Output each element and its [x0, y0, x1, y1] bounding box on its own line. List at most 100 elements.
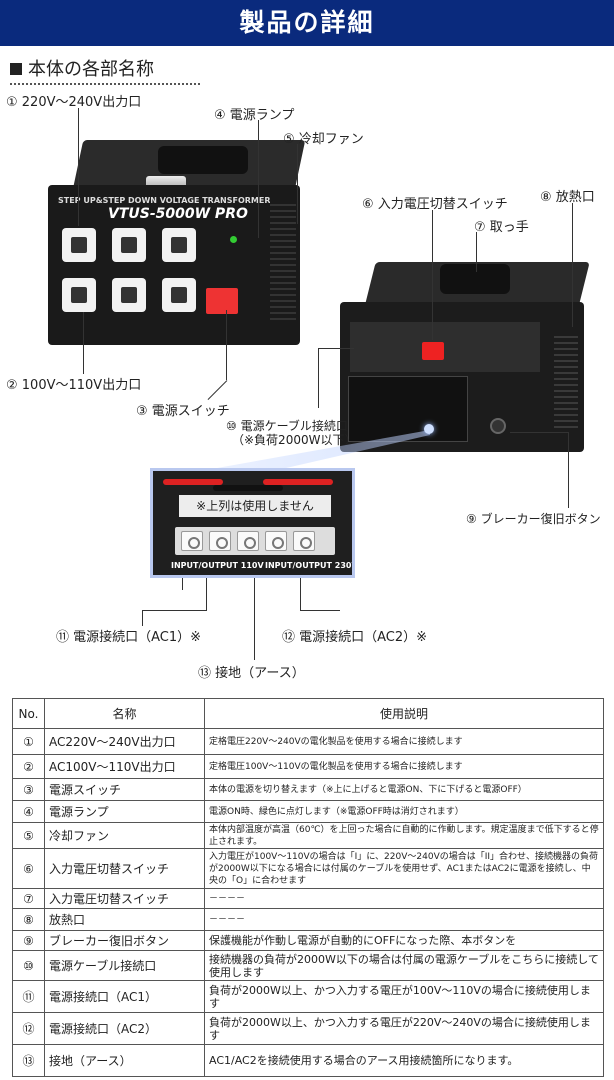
row-name: 電源接続口（AC1） — [44, 980, 205, 1013]
terminal-zoom-image: ※上列は使用しません INPUT/OUTPUT 110V INPUT/OUTPU… — [150, 468, 355, 578]
front-brand-name: VTUS-5000W PRO — [108, 206, 248, 222]
callout-1: ① 220V～240V出力口 — [6, 95, 142, 110]
front-unit-image: STEP UP&STEP DOWN VOLTAGE TRANSFORMER VT… — [48, 140, 306, 345]
row-name: 接地（アース） — [44, 1044, 205, 1077]
power-lamp-icon — [230, 236, 237, 243]
row-desc: 負荷が2000W以上、かつ入力する電圧が100V～110Vの場合に接続使用します — [204, 980, 604, 1013]
outlet-110v-3 — [162, 278, 196, 312]
table-row: ⑦ 入力電圧切替スイッチ －－－－ — [12, 888, 604, 909]
row-no: ⑤ — [12, 822, 45, 849]
row-desc: 接続機器の負荷が2000W以下の場合は付属の電源ケーブルをこちらに接続して使用し… — [204, 950, 604, 981]
dotted-underline — [10, 83, 200, 85]
header-description: 使用説明 — [204, 698, 604, 729]
terminal-3 — [237, 531, 259, 551]
table-row: ⑫ 電源接続口（AC2） 負荷が2000W以上、かつ入力する電圧が220V～24… — [12, 1012, 604, 1045]
table-row: ⑥ 入力電圧切替スイッチ 入力電圧が100V～110Vの場合は「I」に、220V… — [12, 848, 604, 889]
row-desc: 本体の電源を切り替えます（※上に上げると電源ON、下に下げると電源OFF） — [204, 778, 604, 801]
header-no: No. — [12, 698, 45, 729]
callout-7: ⑦ 取っ手 — [474, 220, 529, 235]
row-desc: －－－－ — [204, 908, 604, 931]
callout-13: ⑬ 接地（アース） — [198, 666, 305, 681]
leader-11d — [142, 610, 143, 626]
leader-8 — [572, 203, 573, 327]
row-no: ⑬ — [12, 1044, 45, 1077]
outlet-220v-1 — [62, 228, 96, 262]
red-wire-1 — [163, 479, 223, 485]
leader-10a — [318, 348, 354, 349]
row-name: AC100V～110V出力口 — [44, 754, 205, 779]
row-no: ⑥ — [12, 848, 45, 889]
callout-4: ④ 電源ランプ — [214, 108, 295, 123]
page-banner: 製品の詳細 — [0, 0, 614, 46]
row-name: AC220V～240V出力口 — [44, 728, 205, 755]
leader-1 — [78, 108, 79, 226]
table-row: ⑩ 電源ケーブル接続口 接続機器の負荷が2000W以下の場合は付属の電源ケーブル… — [12, 950, 604, 981]
square-bullet-icon — [10, 63, 22, 75]
outlet-110v-2 — [112, 278, 146, 312]
row-desc: 定格電圧100V～110Vの電化製品を使用する場合に接続します — [204, 754, 604, 779]
row-name: 電源接続口（AC2） — [44, 1012, 205, 1045]
row-name: 入力電圧切替スイッチ — [44, 888, 205, 909]
row-no: ⑨ — [12, 930, 45, 951]
terminal-2 — [209, 531, 231, 551]
row-name: 電源ランプ — [44, 800, 205, 823]
leader-12b — [300, 610, 340, 611]
row-no: ⑦ — [12, 888, 45, 909]
table-row: ② AC100V～110V出力口 定格電圧100V～110Vの電化製品を使用する… — [12, 754, 604, 779]
terminal-label-230v: INPUT/OUTPUT 230V — [265, 561, 355, 570]
table-row: ③ 電源スイッチ 本体の電源を切り替えます（※上に上げると電源ON、下に下げると… — [12, 778, 604, 801]
row-name: 放熱口 — [44, 908, 205, 931]
table-row: ⑧ 放熱口 －－－－ — [12, 908, 604, 931]
terminal-note: ※上列は使用しません — [179, 495, 331, 517]
leader-10b — [318, 348, 319, 408]
leader-3 — [226, 310, 227, 380]
row-name: 電源ケーブル接続口 — [44, 950, 205, 981]
row-no: ③ — [12, 778, 45, 801]
carry-handle-icon — [440, 264, 510, 294]
row-no: ④ — [12, 800, 45, 823]
callout-3: ③ 電源スイッチ — [136, 404, 230, 419]
row-desc: 定格電圧220V～240Vの電化製品を使用する場合に接続します — [204, 728, 604, 755]
cooling-fan-vent — [270, 200, 296, 320]
black-wire — [213, 485, 283, 491]
table-row: ⑬ 接地（アース） AC1/AC2を接続使用する場合のアース用接続箇所になります… — [12, 1044, 604, 1077]
table-row: ④ 電源ランプ 電源ON時、緑色に点灯します（※電源OFF時は消灯されます） — [12, 800, 604, 823]
row-desc: 負荷が2000W以上、かつ入力する電圧が220V～240Vの場合に接続使用します — [204, 1012, 604, 1045]
table-row: ⑨ ブレーカー復旧ボタン 保護機能が作動し電源が自動的にOFFになった際、本ボタ… — [12, 930, 604, 951]
outlet-220v-2 — [112, 228, 146, 262]
row-no: ⑪ — [12, 980, 45, 1013]
callout-5: ⑤ 冷却ファン — [283, 132, 364, 147]
header-name: 名称 — [44, 698, 205, 729]
row-no: ② — [12, 754, 45, 779]
terminal-5 — [293, 531, 315, 551]
outlet-220v-3 — [162, 228, 196, 262]
leader-9a — [510, 432, 568, 433]
leader-11c — [142, 610, 207, 611]
row-no: ⑫ — [12, 1012, 45, 1045]
table-row: ① AC220V～240V出力口 定格電圧220V～240Vの電化製品を使用する… — [12, 728, 604, 755]
leader-2 — [83, 312, 84, 374]
terminal-label-110v: INPUT/OUTPUT 110V — [171, 561, 264, 570]
back-unit-image — [340, 262, 590, 452]
row-desc: AC1/AC2を接続使用する場合のアース用接続箇所になります。 — [204, 1044, 604, 1077]
callout-9: ⑨ ブレーカー復旧ボタン — [466, 512, 601, 526]
row-no: ⑩ — [12, 950, 45, 981]
leader-11a — [182, 578, 183, 590]
section-title: 本体の各部名称 — [10, 56, 200, 85]
callout-10-line1: ⑩ 電源ケーブル接続口 — [226, 419, 348, 433]
handle-icon — [158, 146, 248, 174]
callout-10-line2: （※負荷2000W以下） — [232, 433, 357, 447]
leader-13 — [254, 578, 255, 660]
row-name: 入力電圧切替スイッチ — [44, 848, 205, 889]
row-name: 電源スイッチ — [44, 778, 205, 801]
callout-2: ② 100V～110V出力口 — [6, 378, 142, 393]
leader-9b — [568, 432, 569, 508]
table-header-row: No. 名称 使用説明 — [12, 698, 604, 729]
power-switch-icon — [206, 288, 238, 314]
callout-12: ⑫ 電源接続口（AC2）※ — [282, 630, 428, 645]
heat-vent — [554, 332, 578, 432]
table-row: ⑪ 電源接続口（AC1） 負荷が2000W以上、かつ入力する電圧が100V～11… — [12, 980, 604, 1013]
leader-6 — [432, 210, 433, 340]
leader-5 — [297, 144, 298, 224]
row-desc: －－－－ — [204, 888, 604, 909]
